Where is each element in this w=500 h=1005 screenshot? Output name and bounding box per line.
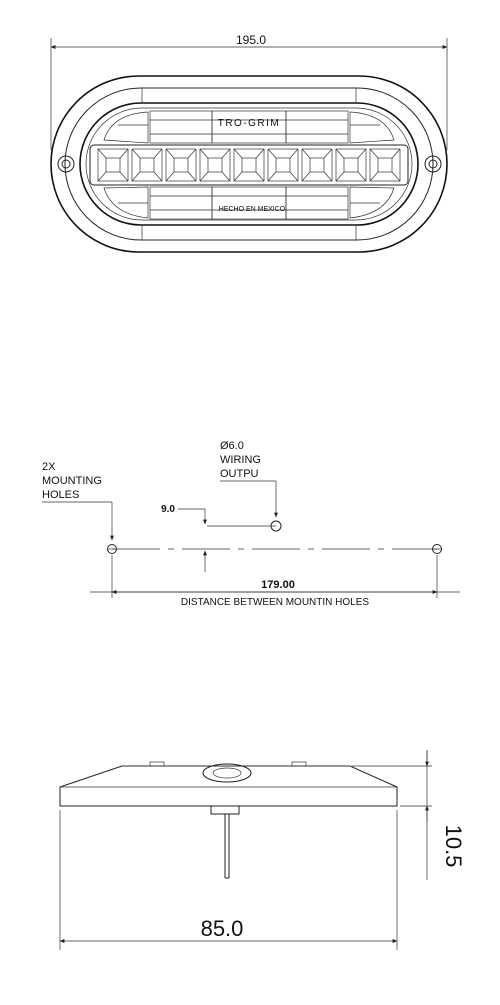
- overall-width-label: 195.0: [236, 33, 266, 47]
- mounting-hole-right: [424, 155, 442, 173]
- side-view: 10.5 85.0: [59, 750, 466, 950]
- led-cell: [97, 148, 129, 182]
- mounting-holes-label: 2X MOUNTING HOLES: [42, 461, 105, 501]
- led-row: [97, 148, 401, 182]
- led-cell: [165, 148, 197, 182]
- housing-outline: [50, 75, 448, 253]
- led-cell: [233, 148, 265, 182]
- side-profile: [59, 765, 398, 807]
- led-cell: [301, 148, 333, 182]
- hole-distance-label: 179.00: [261, 579, 295, 591]
- wire-grommet: [210, 805, 240, 815]
- lens-window: [79, 102, 419, 226]
- led-cell: [199, 148, 231, 182]
- top-view: 195.0: [50, 33, 448, 253]
- led-cell: [131, 148, 163, 182]
- lens-bump: [202, 763, 252, 783]
- led-cell: [267, 148, 299, 182]
- offset-dim-label: 9.0: [161, 504, 175, 515]
- brand-text: TRO-GRIM: [218, 118, 281, 129]
- led-cell: [335, 148, 367, 182]
- upper-reflectors: [103, 110, 395, 144]
- hole-distance-caption: DISTANCE BETWEEN MOUNTIN HOLES: [181, 597, 369, 608]
- made-in-text: HECHO EN MEXICO: [219, 206, 286, 213]
- mounting-layout-view: 2X MOUNTING HOLES Ø6.0 WIRING OUTPU 9.0: [42, 440, 460, 608]
- lower-reflectors: [103, 186, 395, 220]
- height-dim-label: 10.5: [441, 825, 466, 868]
- width-dim-label: 85.0: [201, 916, 244, 941]
- wiring-output-label: Ø6.0 WIRING OUTPU: [220, 440, 264, 480]
- mounting-hole-left: [57, 155, 75, 173]
- led-cell: [369, 148, 401, 182]
